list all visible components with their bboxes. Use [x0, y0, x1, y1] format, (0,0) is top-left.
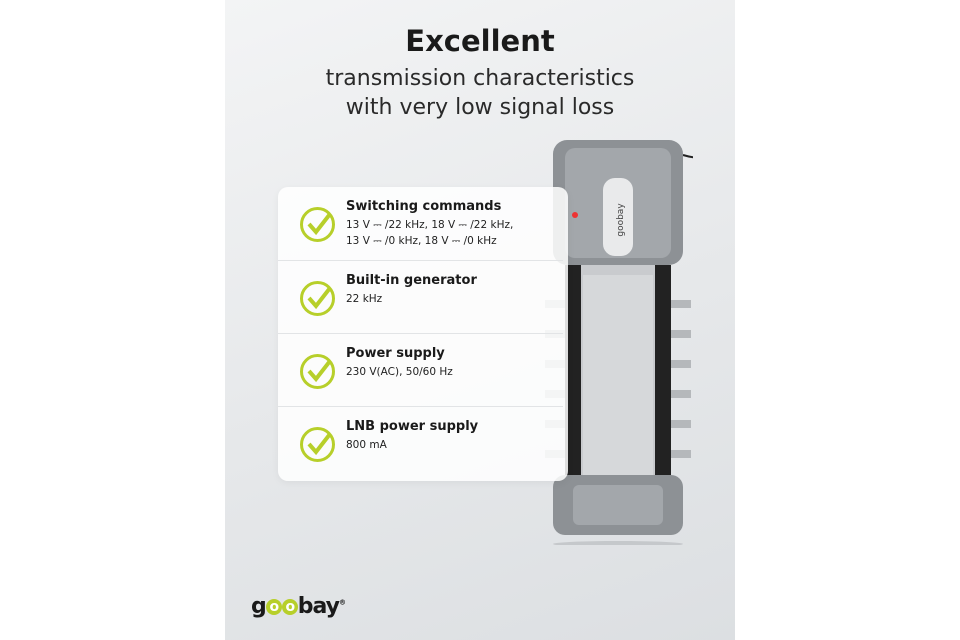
feature-power-supply: Power supply 230 V(AC), 50/60 Hz — [278, 333, 563, 406]
subheadline-line: with very low signal loss — [345, 95, 615, 120]
product-panel: Excellent transmission characteristics w… — [225, 0, 735, 640]
svg-text:goobay: goobay — [616, 203, 626, 237]
feature-description: 22 kHz — [346, 293, 383, 305]
feature-line: 13 V ⎓ /0 kHz, 18 V ⎓ /0 kHz — [346, 235, 497, 247]
feature-line: 13 V ⎓ /22 kHz, 18 V ⎓ /22 kHz, — [346, 219, 514, 231]
feature-lnb-power-supply: LNB power supply 800 mA — [278, 406, 563, 479]
feature-switching-commands: Switching commands 13 V ⎓ /22 kHz, 18 V … — [278, 187, 563, 260]
feature-built-in-generator: Built-in generator 22 kHz — [278, 260, 563, 333]
feature-description: 800 mA — [346, 439, 387, 451]
feature-title: LNB power supply — [346, 419, 479, 434]
feature-description: 230 V(AC), 50/60 Hz — [346, 366, 453, 378]
feature-title: Power supply — [346, 346, 445, 361]
subheadline: transmission characteristics with very l… — [225, 64, 735, 122]
headline: Excellent — [405, 24, 555, 58]
feature-description: 13 V ⎓ /22 kHz, 18 V ⎓ /22 kHz, 13 V ⎓ /0… — [346, 217, 513, 249]
check-circle-icon — [300, 354, 335, 389]
feature-card: Switching commands 13 V ⎓ /22 kHz, 18 V … — [278, 187, 568, 481]
feature-title: Switching commands — [346, 199, 502, 214]
feature-title: Built-in generator — [346, 273, 477, 288]
check-circle-icon — [300, 207, 335, 242]
check-circle-icon — [300, 281, 335, 316]
check-circle-icon — [300, 427, 335, 462]
subheadline-line: transmission characteristics — [325, 66, 635, 91]
multiswitch-device-image: goobay — [545, 140, 693, 545]
